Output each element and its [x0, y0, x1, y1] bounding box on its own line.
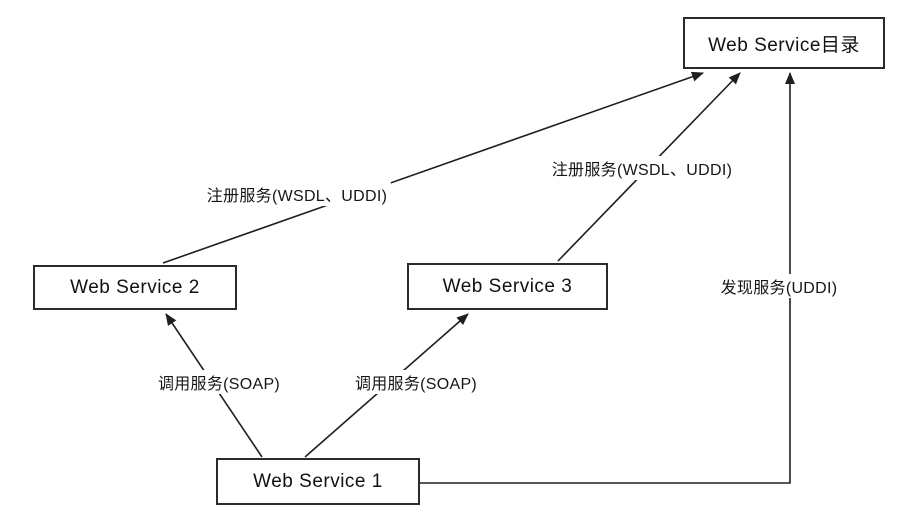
- edge-label-register-ws3: 注册服务(WSDL、UDDI): [548, 156, 736, 180]
- edge-label-call-ws3: 调用服务(SOAP): [351, 370, 481, 394]
- node-web-service-2-label: Web Service 2: [70, 276, 200, 298]
- node-web-service-directory: Web Service目录: [683, 17, 885, 69]
- edge-label-discover: 发现服务(UDDI): [717, 274, 841, 298]
- node-web-service-3-label: Web Service 3: [442, 275, 573, 297]
- edge-label-call-ws2: 调用服务(SOAP): [154, 370, 284, 394]
- node-web-service-3: Web Service 3: [407, 263, 608, 310]
- edge-register-ws2-line: [162, 71, 704, 264]
- node-web-service-1-label: Web Service 1: [253, 470, 383, 492]
- node-web-service-directory-label: Web Service目录: [708, 34, 860, 56]
- node-web-service-2: Web Service 2: [33, 265, 237, 310]
- node-web-service-1: Web Service 1: [216, 458, 420, 505]
- edge-label-register-ws2: 注册服务(WSDL、UDDI): [203, 182, 391, 206]
- edge-discover-line: [419, 72, 795, 484]
